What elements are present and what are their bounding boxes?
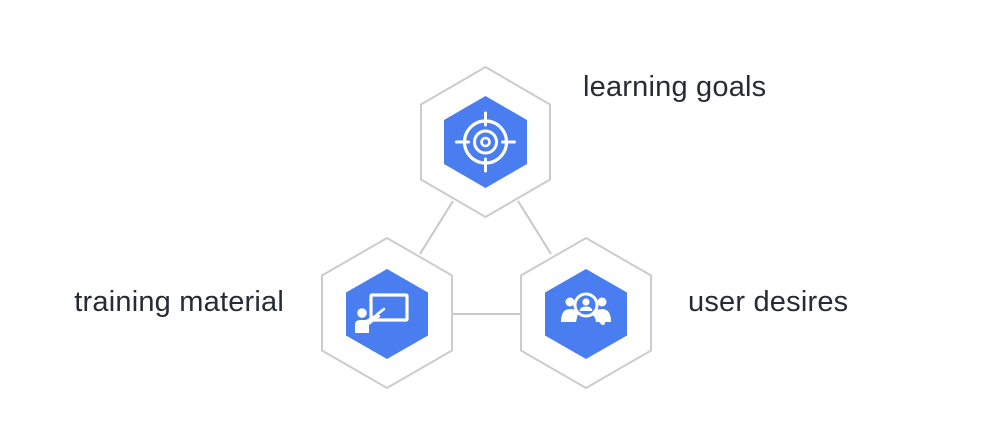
connector-goals-training [419, 200, 454, 255]
connectors [419, 200, 552, 315]
node-training-material [321, 236, 453, 390]
hex-fill-learning-goals [444, 96, 527, 188]
node-user-desires [520, 236, 652, 390]
label-user-desires: user desires [688, 286, 849, 318]
user-search-icon [561, 292, 611, 326]
node-learning-goals [420, 65, 551, 219]
target-icon [455, 111, 516, 173]
presentation-icon [355, 293, 409, 333]
connector-goals-desires [517, 200, 552, 255]
label-learning-goals: learning goals [583, 71, 767, 103]
label-training-material: training material [74, 286, 284, 318]
hex-fill-training-material [346, 269, 428, 359]
